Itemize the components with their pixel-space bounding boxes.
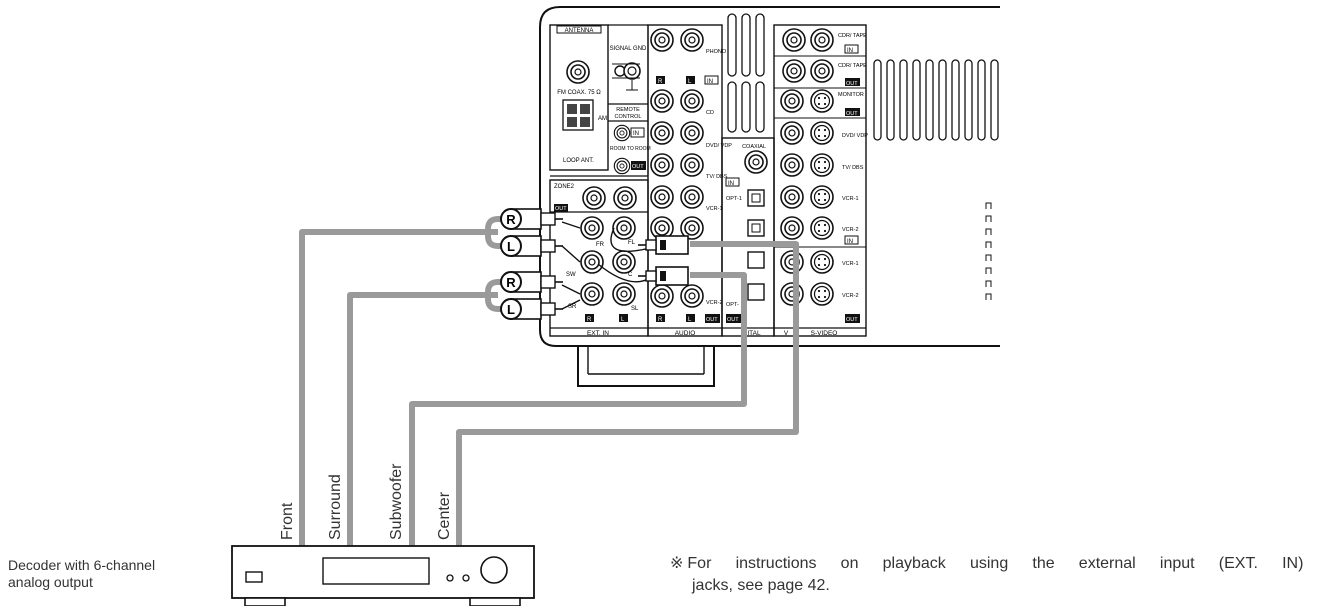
remote-control-label-2: CONTROL	[615, 114, 642, 120]
loop-label: LOOP ANT.	[563, 158, 594, 164]
audio-out-r-label: R	[658, 317, 663, 323]
video-section-label: V	[784, 330, 789, 337]
center-cable	[456, 241, 799, 546]
decoder-label: Decoder with 6-channel analog output	[8, 557, 155, 591]
c-label: C	[628, 272, 633, 278]
video-label-tv: TV/ DBS	[842, 165, 864, 171]
coaxial-label: COAXIAL	[742, 144, 766, 150]
audio-label-dvd: DVD/ VDP	[706, 143, 732, 149]
audio-in-label: IN	[707, 79, 713, 85]
plug-front-l: L	[500, 235, 564, 257]
sr-label: SR	[568, 304, 577, 310]
audio-section-label: AUDIO	[675, 330, 696, 337]
plug-r-label: R	[506, 212, 516, 227]
fl-label: FL	[628, 240, 636, 246]
video-label-cdr-tape-in: CDR/ TAPE	[838, 33, 867, 39]
video-label-vcr1-out: VCR-1	[842, 261, 859, 267]
cable-label-center: Center	[436, 491, 453, 540]
opt2-label: OPT-	[726, 302, 739, 308]
video-cdr-in-label: IN	[847, 48, 853, 54]
decoder-label-line1: Decoder with 6-channel	[8, 557, 156, 573]
plug-center	[638, 235, 689, 255]
sl-label: SL	[631, 306, 639, 312]
video-cdr-out-label: OUT	[846, 81, 858, 87]
decoder-label-line2: analog output	[8, 574, 93, 590]
svideo-section-label: S-VIDEO	[811, 330, 838, 337]
cable-label-subwoofer: Subwoofer	[388, 463, 405, 540]
sw-label: SW	[566, 272, 576, 278]
video-label-monitor: MONITOR	[838, 92, 864, 98]
monitor-out-label: OUT	[846, 111, 858, 117]
video-label-vcr2-in: VCR-2	[842, 227, 859, 233]
plug-surround-r: R	[500, 271, 564, 293]
video-vcr-in-label: IN	[847, 239, 853, 245]
plug-l-label-2: L	[507, 302, 515, 317]
remote-in-label: IN	[633, 131, 639, 137]
plug-front-r: R	[500, 208, 564, 230]
fr-label: FR	[596, 242, 605, 248]
video-label-vcr2-out: VCR-2	[842, 293, 859, 299]
video-label-dvd: DVD/ VDP	[842, 133, 868, 139]
plug-subwoofer	[638, 266, 689, 286]
ext-l-label: L	[621, 317, 625, 323]
audio-out-label: OUT	[706, 317, 718, 323]
note-line2: jacks, see page 42.	[692, 577, 830, 594]
note-line1: For instructions on playback using the e…	[687, 555, 1304, 572]
digital-out-label: OUT	[727, 317, 739, 323]
ext-in-section-label: EXT. IN	[587, 330, 609, 337]
video-label-cdr-tape-out: CDR/ TAPE	[838, 63, 867, 69]
audio-l-label: L	[688, 79, 692, 85]
receiver-rear-panel: ANTENNA FM COAX. 75 Ω AM LOOP ANT. SIGNA…	[539, 6, 1000, 387]
ext-r-label: R	[587, 317, 592, 323]
audio-r-label: R	[658, 79, 663, 85]
svideo-out-label: OUT	[846, 317, 858, 323]
note-mark: ※	[670, 555, 684, 572]
plug-surround-l: L	[500, 298, 564, 320]
signal-gnd-label: SIGNAL GND	[610, 46, 647, 52]
audio-label-phono: PHONO	[706, 49, 727, 55]
audio-label-tv: TV/ DBS	[706, 174, 728, 180]
fm-jack	[566, 60, 590, 84]
audio-label-cd: CD	[706, 110, 714, 116]
cable-label-front: Front	[279, 502, 296, 540]
remote-control-label-1: REMOTE	[616, 107, 640, 113]
volume-knob	[480, 556, 508, 584]
audio-out-l-label: L	[688, 317, 692, 323]
remote-out-label: OUT	[632, 164, 644, 170]
opt1-label: OPT-1	[726, 196, 742, 202]
subwoofer-cable	[409, 272, 747, 546]
cables	[299, 216, 799, 546]
fm-label: FM COAX. 75 Ω	[557, 90, 601, 96]
digital-in-label: IN	[728, 181, 734, 187]
room-to-room-label: ROOM TO ROOM	[610, 146, 651, 152]
am-label: AM	[598, 116, 607, 122]
audio-label-vcr1: VCR-1	[706, 206, 723, 212]
plug-l-label: L	[507, 239, 515, 254]
plug-r-label-2: R	[506, 275, 516, 290]
video-label-vcr1-in: VCR-1	[842, 196, 859, 202]
audio-label-vcr2: VCR-2	[706, 300, 723, 306]
decoder-device	[231, 545, 535, 606]
zone2-label: ZONE2	[554, 184, 575, 190]
decoder-display	[322, 557, 430, 585]
digital-section-label: ITAL	[747, 330, 761, 337]
antenna-label: ANTENNA	[565, 28, 594, 34]
zone2-out-label: OUT	[555, 206, 567, 212]
power-button	[245, 571, 263, 583]
instruction-note: ※For instructions on playback using the …	[670, 553, 1310, 597]
cable-label-surround: Surround	[327, 474, 344, 540]
